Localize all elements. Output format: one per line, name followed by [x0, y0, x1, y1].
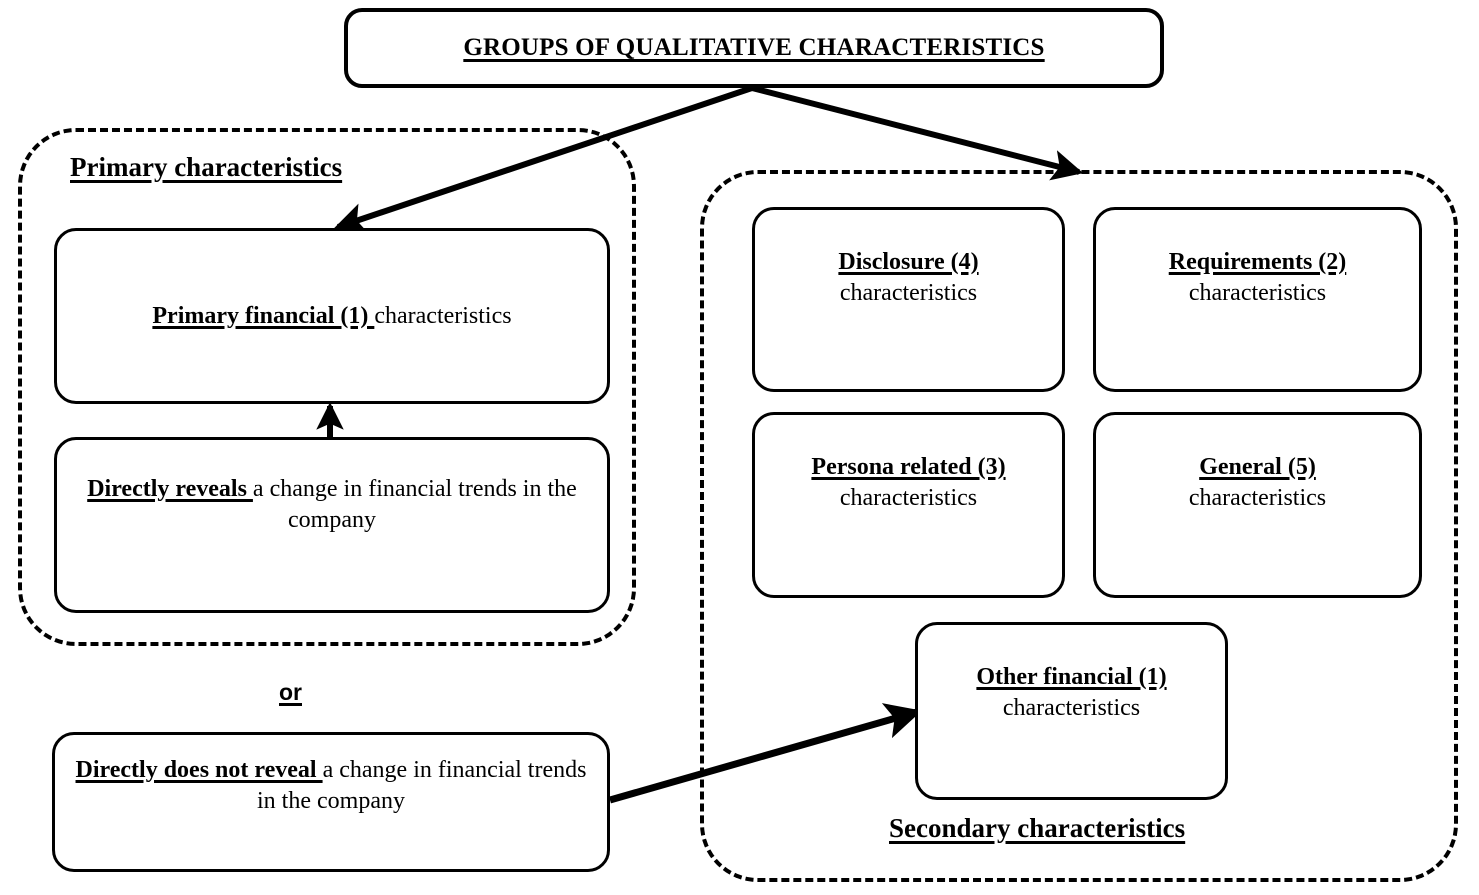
box-directly-reveals-lead: Directly reveals	[87, 476, 253, 503]
box-persona-related-rest: characteristics	[839, 485, 978, 511]
box-primary-financial-lead: Primary financial (1)	[152, 302, 375, 329]
box-directly-does-not-reveal: Directly does not reveal a change in fin…	[52, 732, 610, 872]
group-primary-characteristics	[18, 128, 636, 646]
box-directly-does-not-reveal-lead: Directly does not reveal	[75, 757, 323, 784]
group-secondary-characteristics	[700, 170, 1458, 882]
box-other-financial-rest: characteristics	[1002, 695, 1141, 721]
page-title: GROUPS OF QUALITATIVE CHARACTERISTICS	[463, 34, 1045, 61]
box-directly-does-not-reveal-rest: a change in financial trends in the comp…	[257, 757, 587, 814]
box-general-lead: General (5)	[1199, 454, 1316, 481]
group-label-primary: Primary characteristics	[70, 152, 343, 182]
or-connector-label: or	[279, 679, 302, 705]
box-persona-related-lead: Persona related (3)	[811, 454, 1006, 481]
box-requirements: Requirements (2) characteristics	[1093, 207, 1422, 392]
box-requirements-rest: characteristics	[1188, 279, 1327, 306]
box-disclosure-lead: Disclosure (4)	[838, 248, 979, 275]
box-disclosure-rest: characteristics	[839, 279, 978, 306]
box-directly-reveals-rest: a change in financial trends in the comp…	[252, 476, 577, 533]
box-disclosure: Disclosure (4) characteristics	[752, 207, 1065, 392]
box-primary-financial-rest: characteristics	[374, 302, 512, 329]
group-label-secondary: Secondary characteristics	[889, 813, 1186, 843]
box-persona-related: Persona related (3) characteristics	[752, 412, 1065, 598]
box-general: General (5) characteristics	[1093, 412, 1422, 598]
box-other-financial: Other financial (1) characteristics	[915, 622, 1228, 800]
title-box: GROUPS OF QUALITATIVE CHARACTERISTICS	[344, 8, 1164, 88]
box-requirements-lead: Requirements (2)	[1168, 248, 1347, 275]
box-directly-reveals: Directly reveals a change in financial t…	[54, 437, 610, 613]
box-primary-financial: Primary financial (1) characteristics	[54, 228, 610, 404]
arrow-title-to-secondary	[751, 85, 1084, 181]
box-other-financial-lead: Other financial (1)	[976, 664, 1167, 691]
box-general-rest: characteristics	[1188, 485, 1327, 511]
